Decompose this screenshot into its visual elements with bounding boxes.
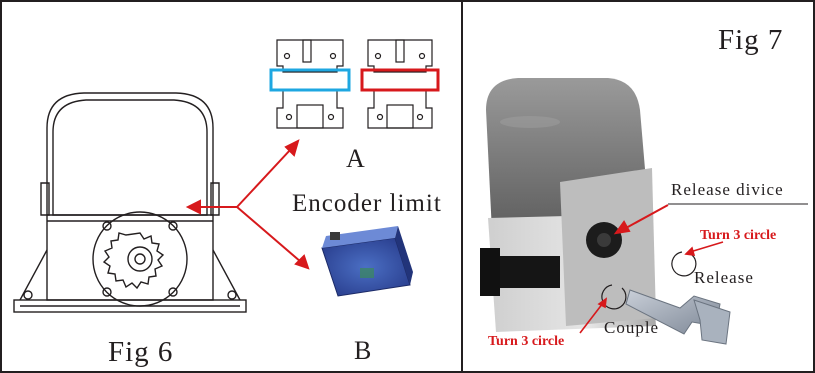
fig6-caption: Fig 6 xyxy=(108,336,174,368)
encoder-box xyxy=(321,226,413,297)
turn-arrows xyxy=(579,241,724,334)
turn-circle-top-label: Turn 3 circle xyxy=(700,228,777,243)
encoder-arrows xyxy=(185,139,310,270)
couple-label: Couple xyxy=(604,318,660,337)
release-key xyxy=(625,289,731,345)
release-device-label: Release divice xyxy=(671,180,784,199)
rotation-circles xyxy=(601,251,697,310)
option-b-label: B xyxy=(354,336,373,365)
turn-circle-bottom-label: Turn 3 circle xyxy=(488,334,565,349)
limit-bracket-blue xyxy=(269,39,351,129)
limit-bracket-red xyxy=(360,39,440,129)
option-a-label: A xyxy=(346,144,366,173)
release-pointer xyxy=(613,204,669,235)
encoder-limit-label: Encoder limit xyxy=(292,190,442,217)
release-label: Release xyxy=(694,268,754,287)
motor-drawing xyxy=(13,92,247,313)
motor-photo xyxy=(480,78,656,332)
fig7-caption: Fig 7 xyxy=(718,24,784,56)
